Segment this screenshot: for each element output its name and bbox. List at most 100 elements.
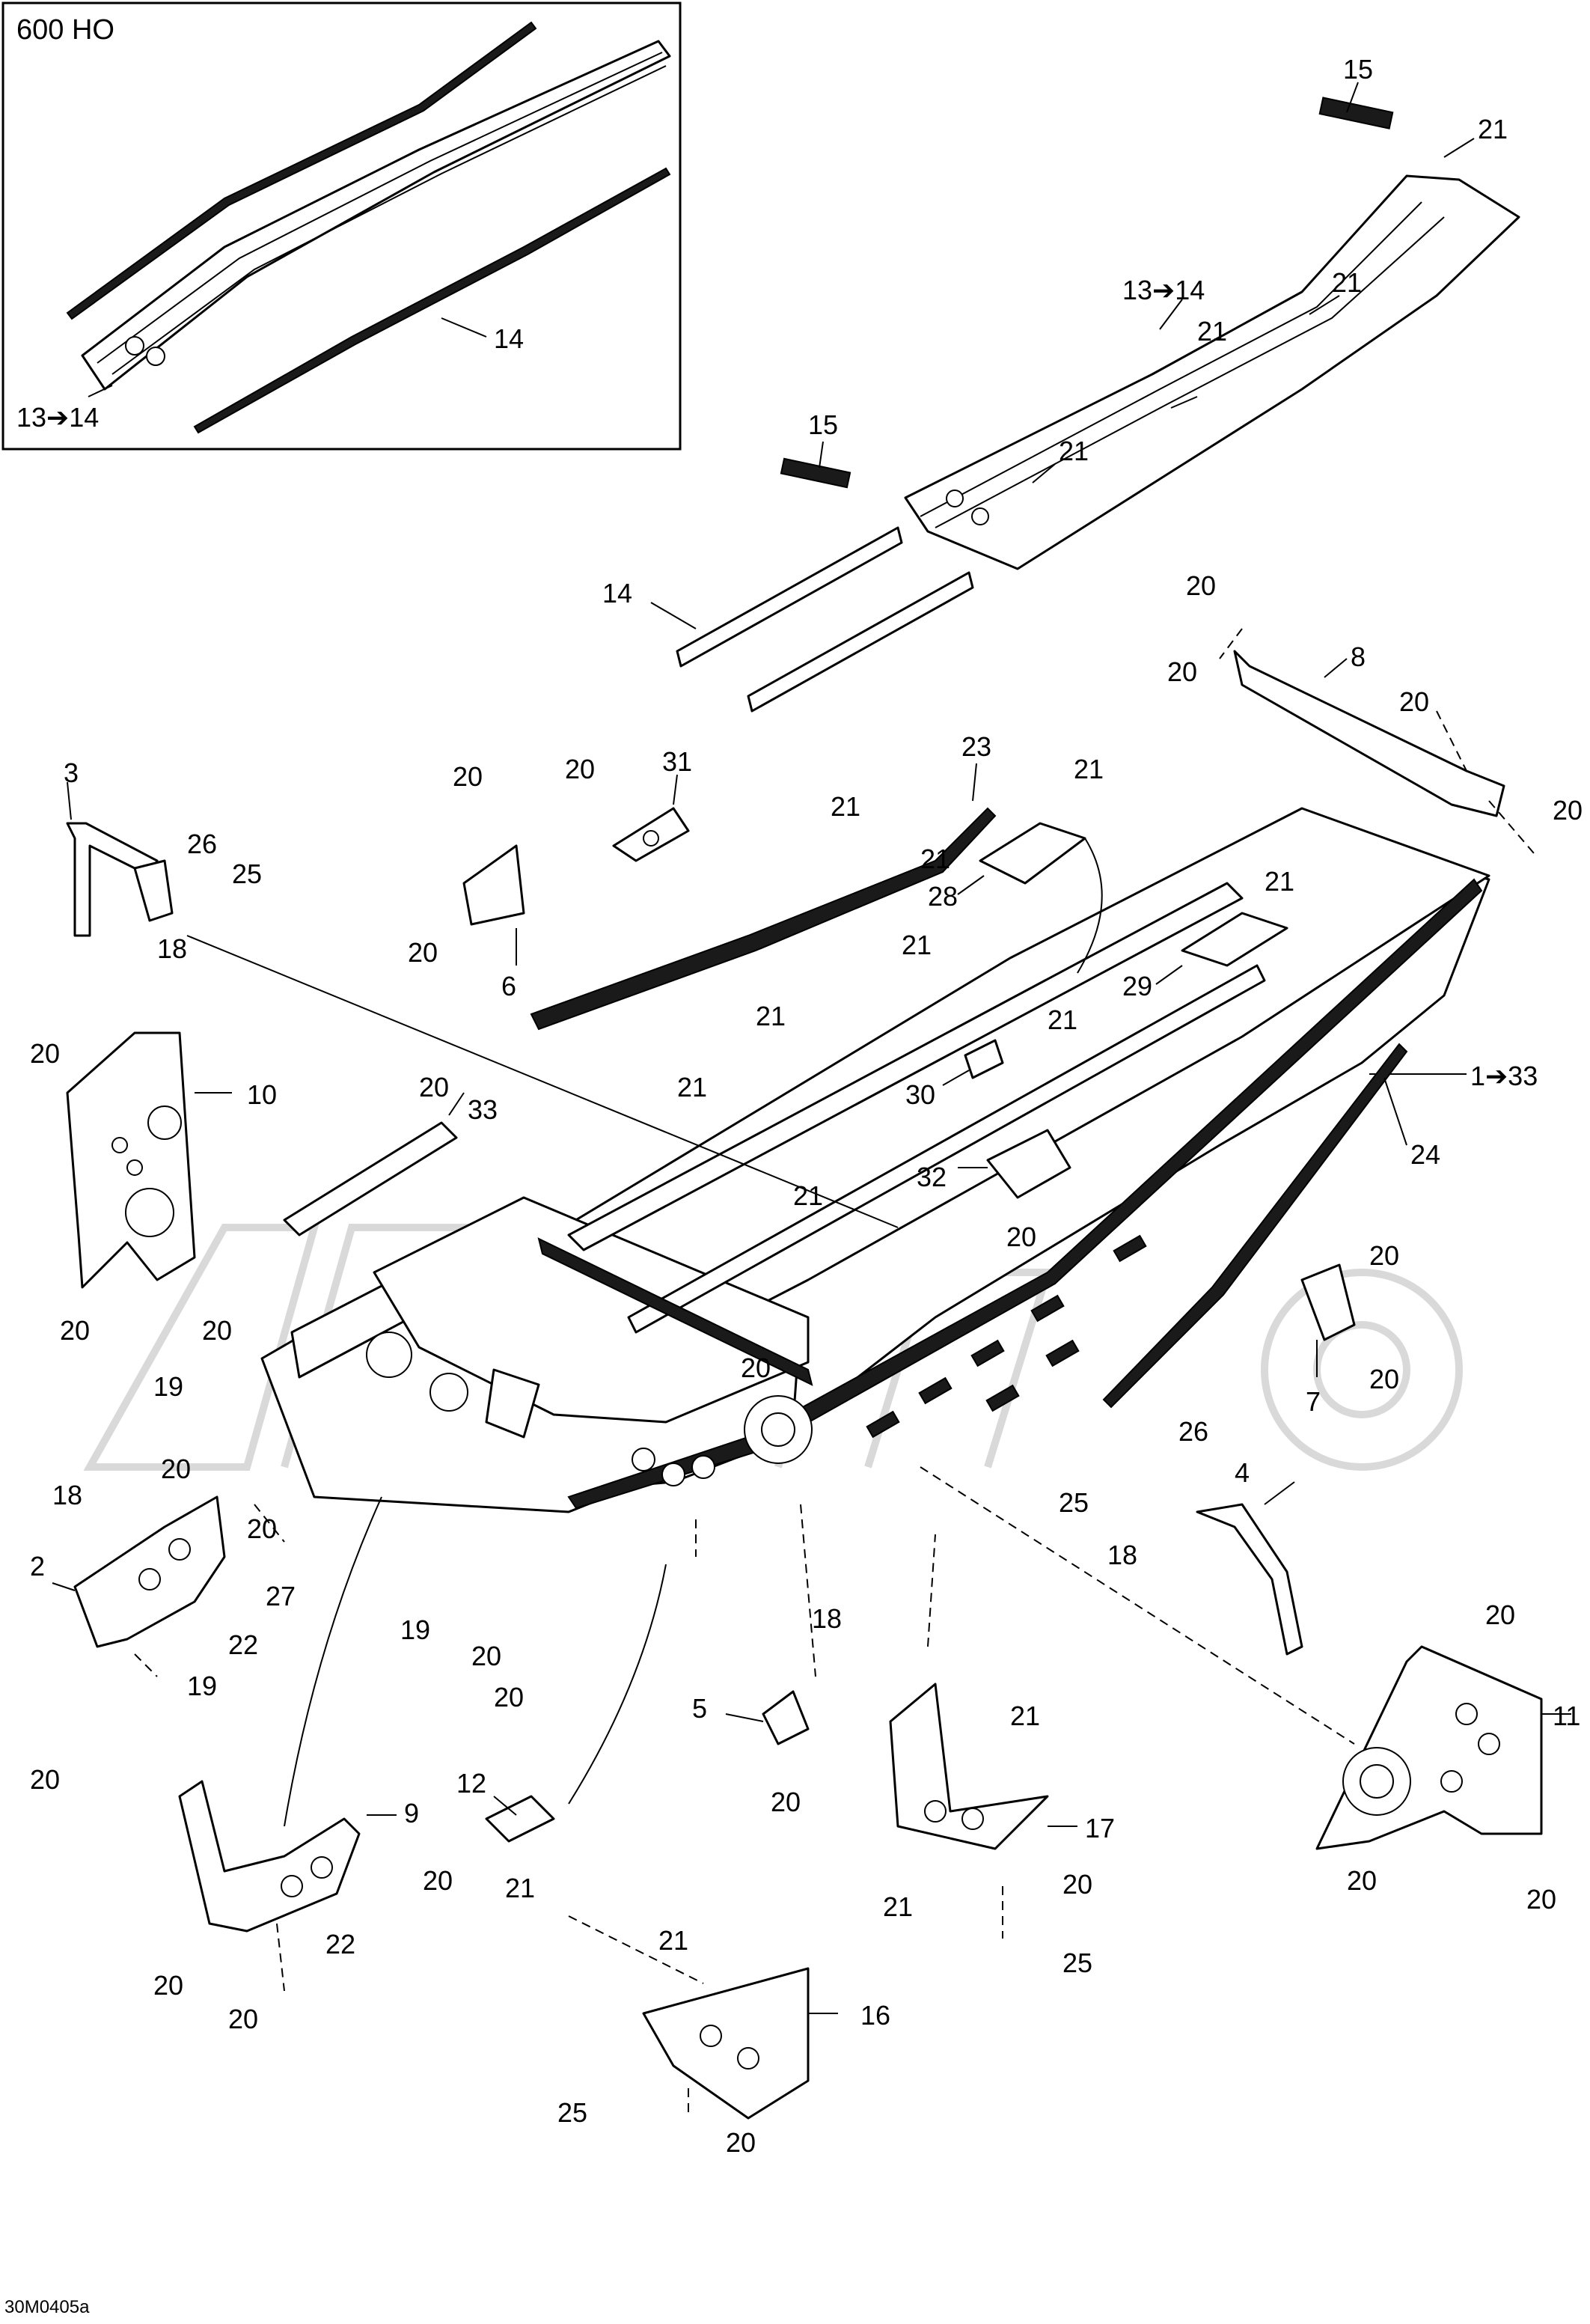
callout-22: 22 — [325, 1929, 355, 1959]
part-6-bracket — [462, 844, 525, 966]
part-30-32-brackets — [942, 1039, 1071, 1199]
callout-29: 29 — [1122, 971, 1152, 1001]
part-24-strip — [1102, 1043, 1408, 1409]
callout-19: 19 — [187, 1671, 217, 1701]
callout-22: 22 — [228, 1629, 258, 1660]
tunnel-top-edge-right — [627, 964, 1266, 1334]
callout-8: 8 — [1351, 641, 1366, 672]
callout-23: 23 — [961, 731, 991, 762]
part-5-clip — [725, 1690, 810, 1745]
callout-30: 30 — [905, 1079, 935, 1110]
tunnel-chassis — [260, 807, 1490, 1513]
part-30 — [964, 1039, 1004, 1079]
part-23-wear-strip — [530, 763, 997, 1031]
callout-24: 24 — [1410, 1139, 1440, 1170]
callout-25: 25 — [1062, 1948, 1092, 1978]
callout-20: 20 — [1186, 570, 1216, 601]
slide-rail-assembly — [650, 82, 1520, 713]
callout-1-33: 1➔33 — [1470, 1061, 1538, 1091]
callout-33: 33 — [468, 1094, 498, 1125]
inset-stud-2 — [146, 347, 165, 366]
part-15-bottom — [780, 457, 851, 489]
callout-labels: 15 21 13➔14 21 21 21 15 14 20 20 8 20 20… — [30, 54, 1583, 2158]
callout-21: 21 — [1478, 114, 1508, 144]
part-8-plate — [1233, 650, 1505, 817]
callout-21: 21 — [883, 1891, 913, 1922]
callout-18: 18 — [52, 1480, 82, 1510]
callout-27: 27 — [266, 1581, 296, 1611]
callout-21: 21 — [920, 844, 950, 874]
part-5 — [762, 1690, 810, 1745]
callout-5: 5 — [692, 1693, 707, 1724]
callout-19: 19 — [153, 1371, 183, 1402]
callout-4: 4 — [1235, 1457, 1250, 1488]
part-29-clip — [1155, 912, 1288, 985]
callout-31: 31 — [662, 746, 692, 777]
part-4-rear-handle — [1196, 1481, 1303, 1656]
callout-20: 20 — [1399, 686, 1429, 717]
part-16-bracket — [642, 1967, 838, 2120]
part-29 — [1181, 912, 1288, 967]
callout-12: 12 — [456, 1768, 486, 1799]
part-10-side-plate — [66, 1031, 232, 1289]
callout-20: 20 — [771, 1787, 801, 1817]
callout-16: 16 — [860, 2000, 890, 2031]
callout-26: 26 — [187, 829, 217, 859]
part-15-top — [1318, 97, 1394, 129]
inset-callout-13-14: 13➔14 — [16, 402, 99, 433]
part-9 — [178, 1780, 361, 1933]
inset-bottom-runner — [193, 167, 671, 434]
inset-600ho: 600 HO 14 13➔14 — [1, 1, 682, 451]
callout-20: 20 — [423, 1865, 453, 1896]
callout-20: 20 — [1485, 1599, 1515, 1630]
part-33 — [283, 1121, 458, 1236]
part-31-bracket — [612, 774, 690, 862]
part-11-rear-plate — [1315, 1645, 1571, 1850]
callout-21: 21 — [1048, 1004, 1077, 1035]
callout-18: 18 — [1107, 1540, 1137, 1570]
part-32 — [986, 1129, 1071, 1199]
callout-14: 14 — [602, 578, 632, 609]
callout-20: 20 — [408, 937, 438, 968]
part-3 — [66, 822, 159, 937]
callout-20: 20 — [153, 1970, 183, 2001]
part-3-front-handle — [66, 781, 899, 1228]
part-16 — [642, 1967, 810, 2120]
part-7 — [1300, 1263, 1356, 1341]
tunnel-inner-wall — [373, 1196, 810, 1424]
part-13-14-rail — [904, 174, 1520, 570]
part-4 — [1196, 1503, 1303, 1656]
part-6 — [462, 844, 525, 926]
callout-21: 21 — [1074, 754, 1104, 784]
callout-25: 25 — [1059, 1487, 1089, 1518]
tunnel-right-edge — [567, 878, 1483, 1510]
callout-21: 21 — [1059, 436, 1089, 466]
callout-20: 20 — [1167, 656, 1197, 687]
callout-10: 10 — [247, 1079, 277, 1110]
callout-26: 26 — [1178, 1416, 1208, 1447]
callout-21: 21 — [902, 930, 932, 960]
part-24 — [1102, 1043, 1408, 1409]
callout-9: 9 — [404, 1798, 419, 1829]
callout-21: 21 — [677, 1072, 707, 1102]
callout-25: 25 — [557, 2097, 587, 2128]
callout-18: 18 — [812, 1603, 842, 1634]
callout-20: 20 — [494, 1682, 524, 1712]
rail-stud-1 — [946, 489, 964, 507]
callout-21: 21 — [658, 1925, 688, 1956]
callout-20: 20 — [60, 1315, 90, 1346]
callout-20: 20 — [228, 2004, 258, 2034]
drive-bracket-center — [485, 1368, 540, 1439]
callout-21: 21 — [756, 1001, 786, 1031]
callout-20: 20 — [726, 2127, 756, 2158]
callout-15-lower: 15 — [808, 409, 838, 440]
callout-3: 3 — [64, 757, 79, 788]
callout-20: 20 — [453, 761, 483, 792]
inset-callout-14: 14 — [494, 323, 524, 354]
part-12-clip — [485, 1795, 555, 1843]
inset-frame — [1, 1, 682, 451]
callout-17: 17 — [1085, 1813, 1115, 1843]
callout-20: 20 — [247, 1513, 277, 1544]
